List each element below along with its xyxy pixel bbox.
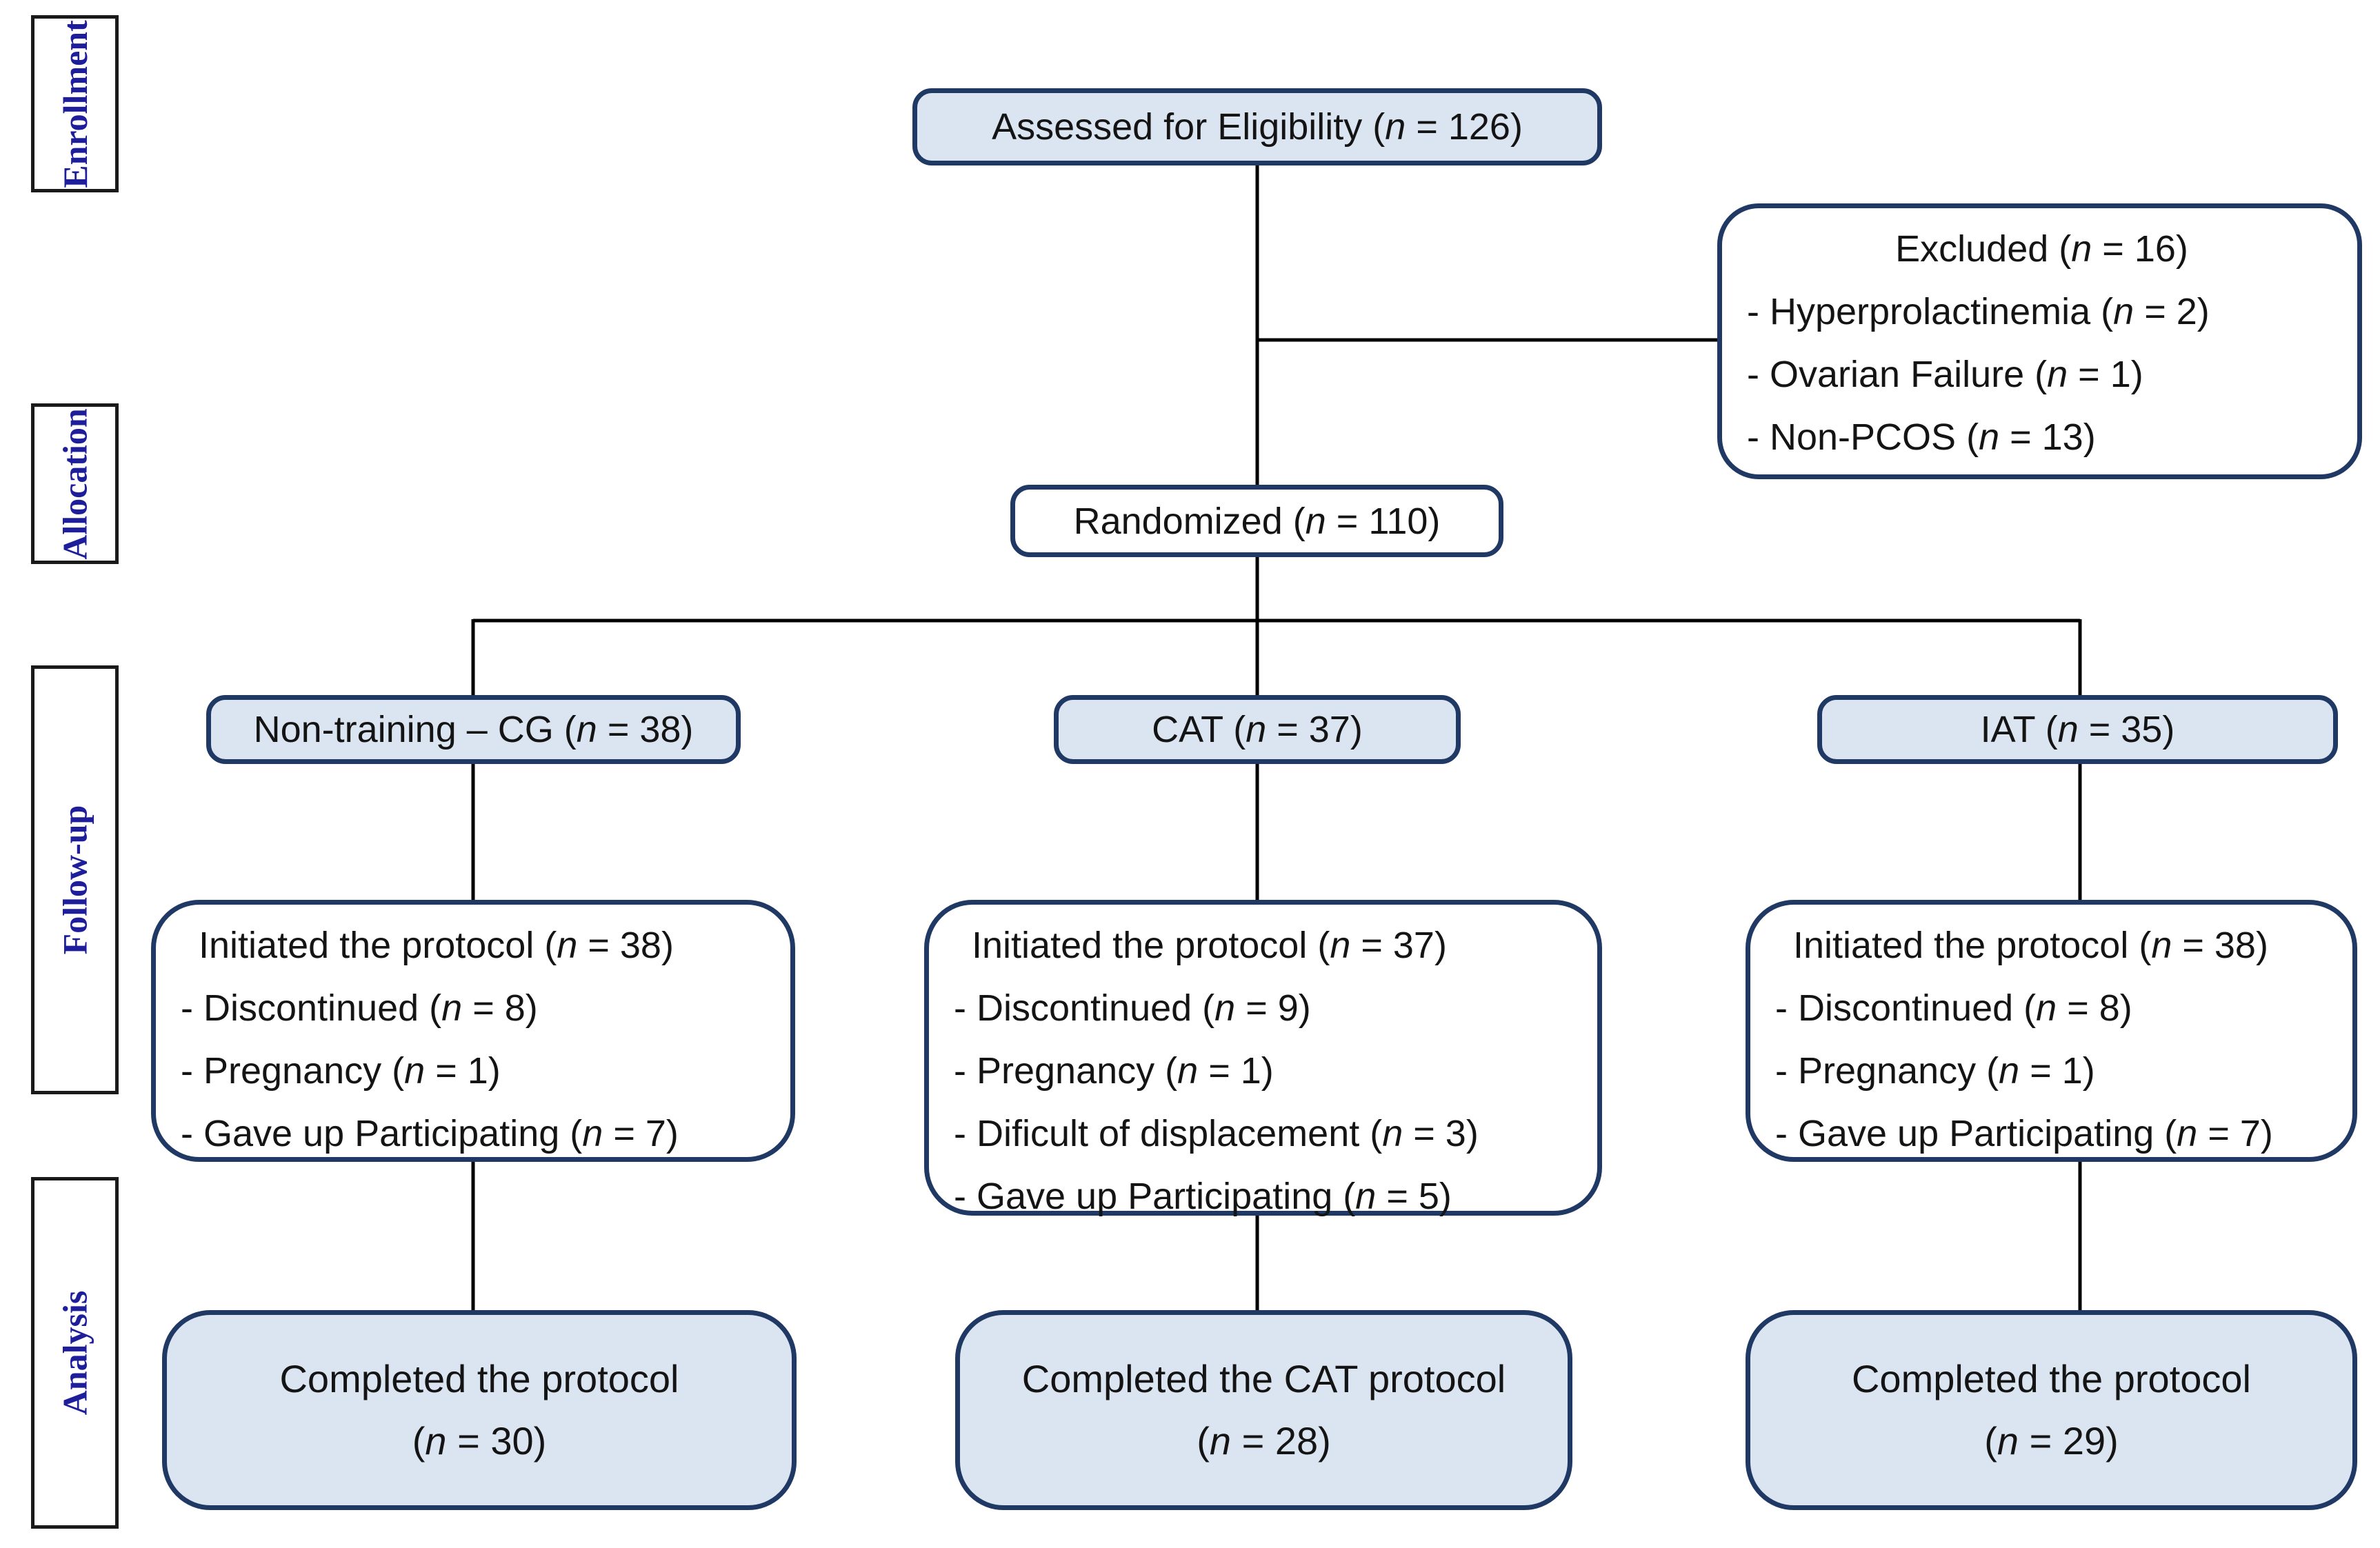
analysis-iat-line1: Completed the protocol: [1851, 1357, 2251, 1400]
randomized-box: Randomized (n = 110): [1010, 485, 1503, 557]
followup-cat-item: - Pregnancy (n = 1): [954, 1050, 1274, 1092]
followup-box-iat: Initiated the protocol (n = 38) - Discon…: [1746, 900, 2357, 1162]
stage-label-followup: Follow-up: [31, 665, 119, 1094]
stage-label-enrollment: Enrollment: [31, 15, 119, 192]
group-iat-text: IAT (n = 35): [1980, 709, 2175, 750]
excluded-item: - Hyperprolactinemia (n = 2): [1747, 291, 2210, 332]
group-box-cat: CAT (n = 37): [1054, 695, 1461, 764]
analysis-cg-line1: Completed the protocol: [279, 1357, 679, 1400]
analysis-box-cg: Completed the protocol (n = 30): [162, 1310, 797, 1510]
analysis-cat-line2: (n = 28): [1197, 1419, 1331, 1462]
followup-cat-item: - Gave up Participating (n = 5): [954, 1176, 1452, 1217]
analysis-box-cat: Completed the CAT protocol (n = 28): [955, 1310, 1572, 1510]
analysis-cat-line1: Completed the CAT protocol: [1021, 1357, 1506, 1400]
group-non-training-cg-text: Non-training – CG (n = 38): [253, 709, 694, 750]
stage-label-followup-text: Follow-up: [55, 805, 94, 955]
analysis-cg-line2: (n = 30): [412, 1419, 547, 1462]
excluded-item: - Ovarian Failure (n = 1): [1747, 354, 2143, 395]
followup-cg-item: - Pregnancy (n = 1): [181, 1050, 501, 1092]
excluded-box: Excluded (n = 16) - Hyperprolactinemia (…: [1717, 203, 2362, 479]
excluded-item: - Non-PCOS (n = 13): [1747, 416, 2096, 458]
group-cat-text: CAT (n = 37): [1152, 709, 1363, 750]
followup-box-cat: Initiated the protocol (n = 37) - Discon…: [924, 900, 1602, 1217]
followup-box-cg: Initiated the protocol (n = 38) - Discon…: [151, 900, 795, 1162]
stage-label-allocation-text: Allocation: [55, 408, 94, 560]
excluded-title: Excluded (n = 16): [1895, 228, 2188, 270]
followup-iat-item: - Gave up Participating (n = 7): [1775, 1113, 2273, 1154]
stage-label-analysis: Analysis: [31, 1177, 119, 1529]
stage-label-allocation: Allocation: [31, 403, 119, 564]
group-box-non-training-cg: Non-training – CG (n = 38): [206, 695, 741, 764]
stage-label-enrollment-text: Enrollment: [55, 19, 94, 188]
group-box-iat: IAT (n = 35): [1817, 695, 2338, 764]
followup-cg-item: - Discontinued (n = 8): [181, 987, 538, 1029]
followup-cg-item: - Gave up Participating (n = 7): [181, 1113, 679, 1154]
randomized-text: Randomized (n = 110): [1073, 500, 1441, 542]
assessed-for-eligibility-text: Assessed for Eligibility (n = 126): [992, 106, 1523, 148]
followup-iat-item: - Discontinued (n = 8): [1775, 987, 2132, 1029]
stage-label-analysis-text: Analysis: [55, 1290, 94, 1416]
followup-cat-title: Initiated the protocol (n = 37): [972, 925, 1447, 966]
assessed-for-eligibility-box: Assessed for Eligibility (n = 126): [912, 88, 1602, 165]
followup-iat-item: - Pregnancy (n = 1): [1775, 1050, 2095, 1092]
analysis-box-iat: Completed the protocol (n = 29): [1746, 1310, 2357, 1510]
followup-cat-item: - Discontinued (n = 9): [954, 987, 1311, 1029]
followup-iat-title: Initiated the protocol (n = 38): [1793, 925, 2268, 966]
followup-cat-item: - Dificult of displacement (n = 3): [954, 1113, 1479, 1154]
analysis-iat-line2: (n = 29): [1984, 1419, 2119, 1462]
followup-cg-title: Initiated the protocol (n = 38): [199, 925, 674, 966]
